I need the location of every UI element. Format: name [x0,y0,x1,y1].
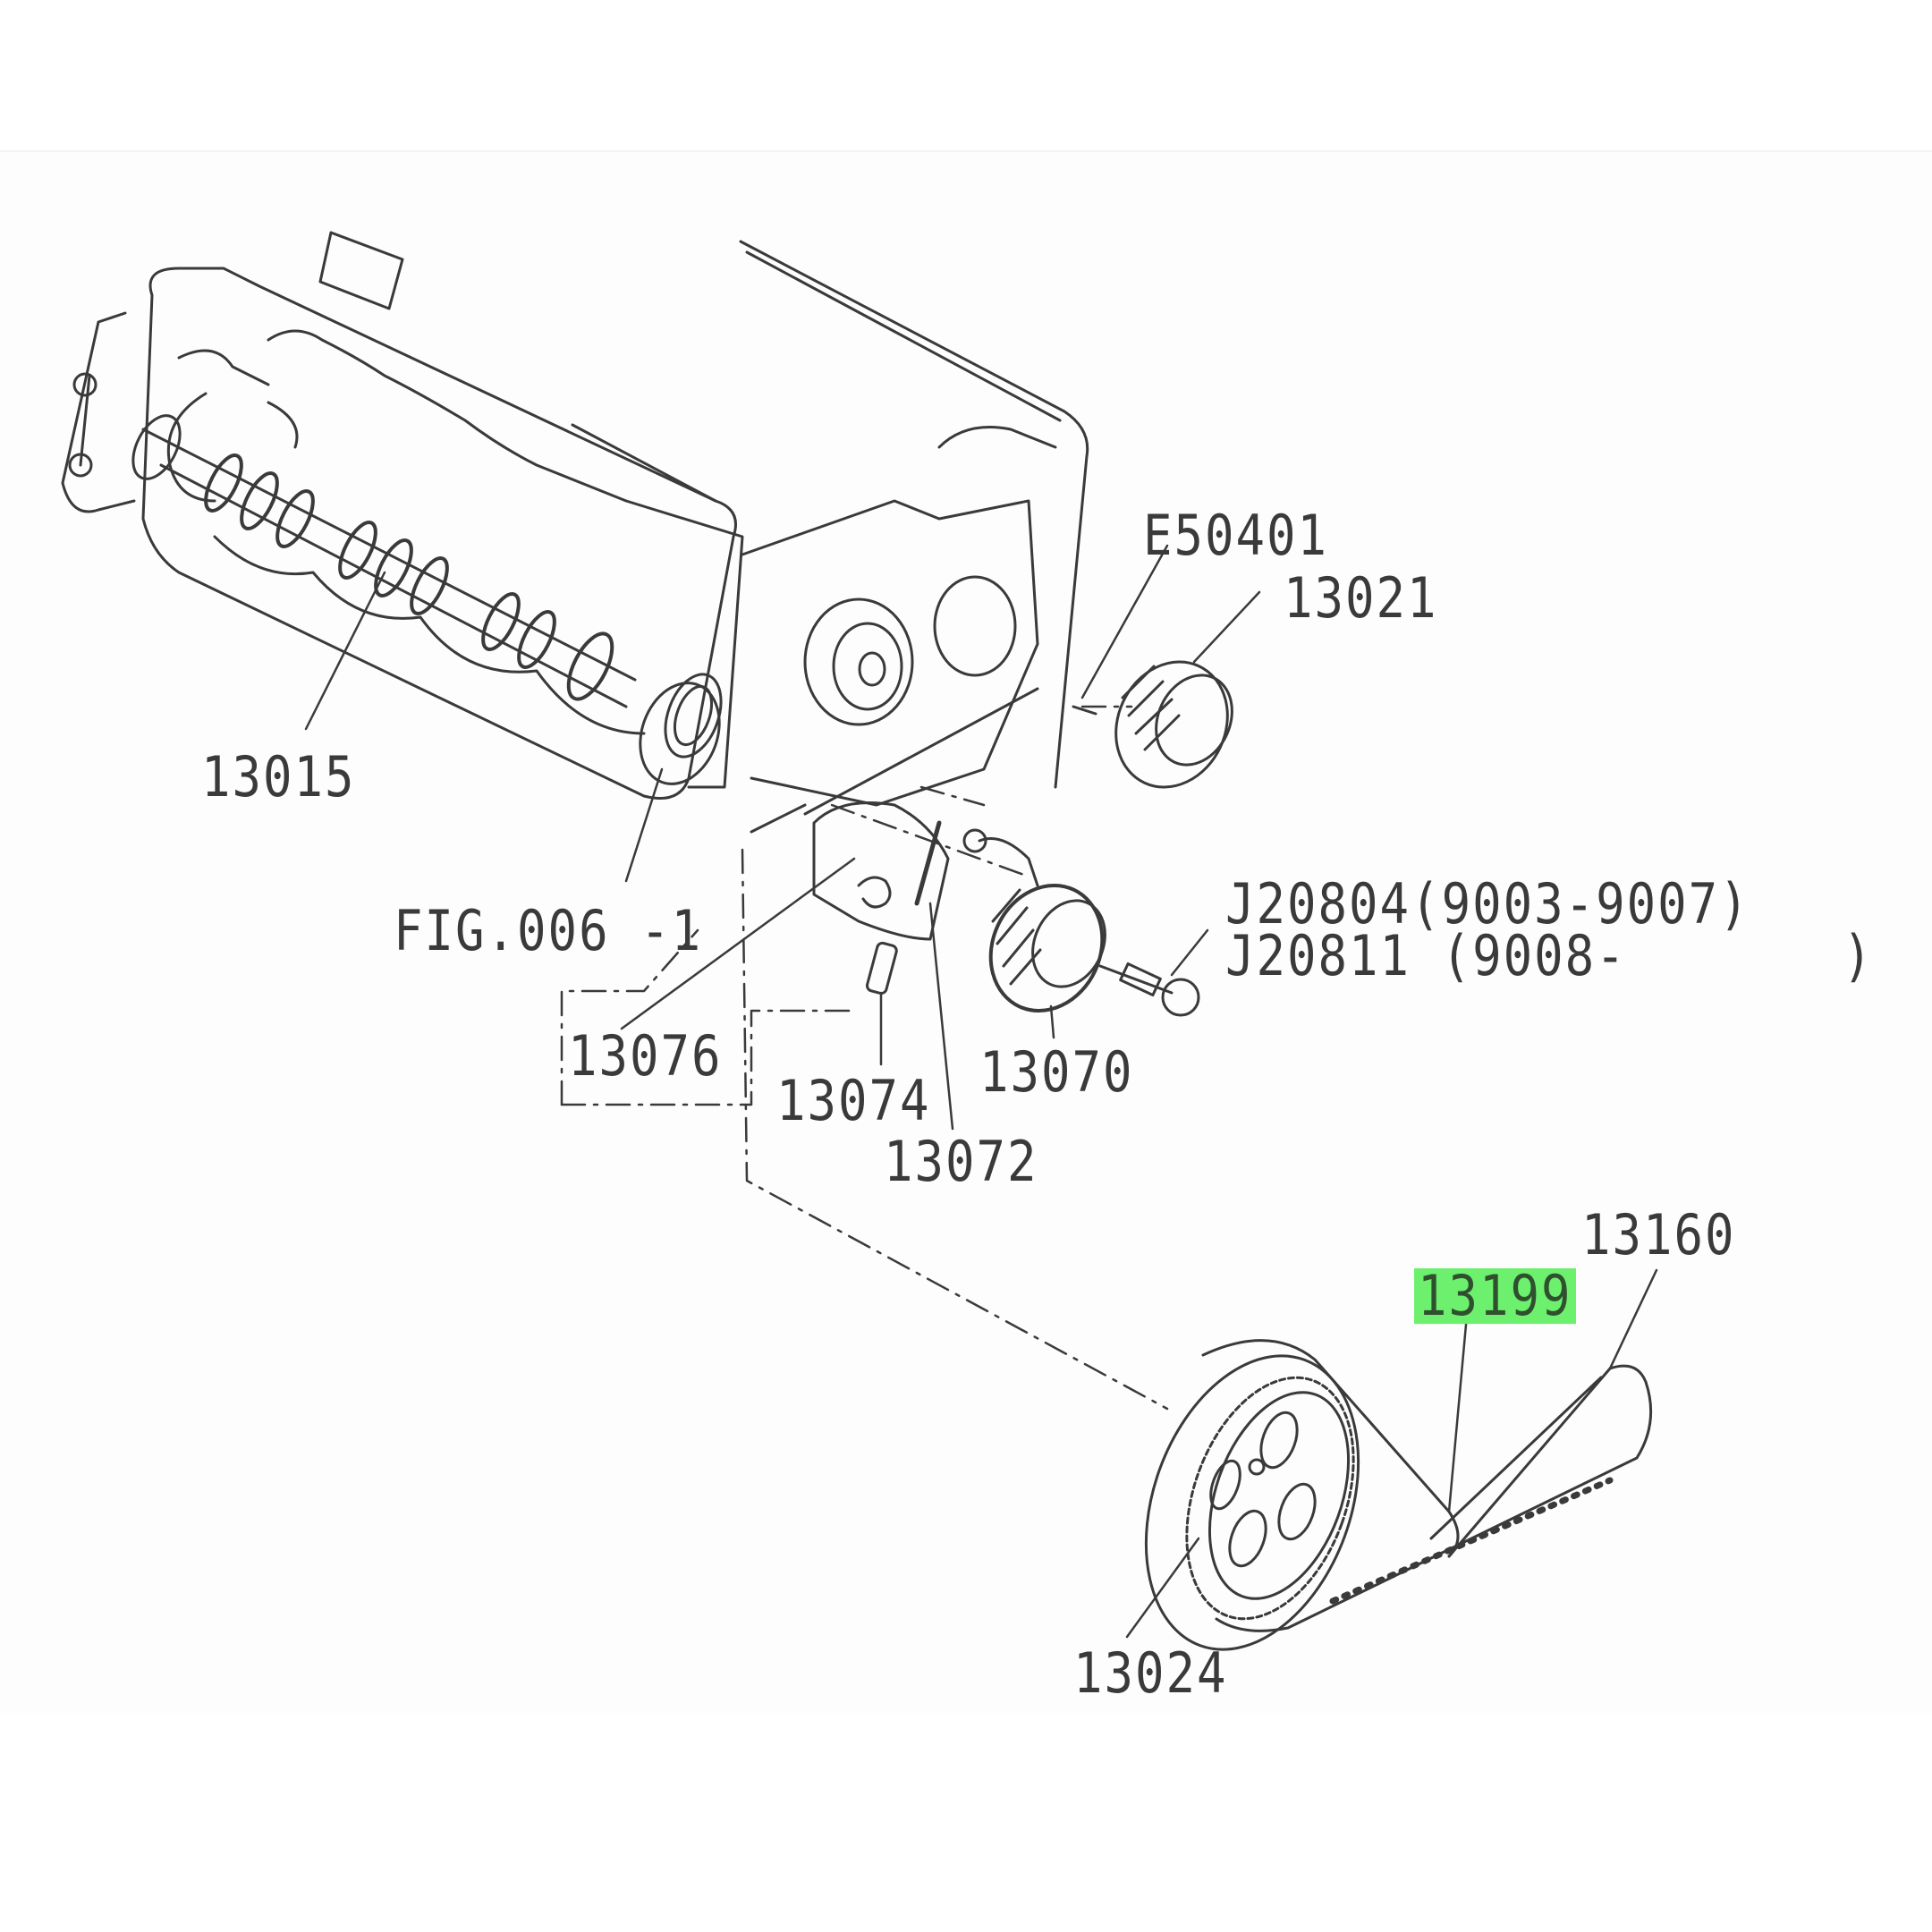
part-label-j20811: J20811 (9008- ) [1225,923,1874,988]
part-label-13160: 13160 [1581,1202,1736,1267]
part-label-13074: 13074 [776,1068,931,1133]
part-label-13024: 13024 [1073,1640,1228,1706]
figure-reference-label: FIG.006 -1 [394,898,703,963]
highlighted-part-label-13199: 13199 [1414,1267,1576,1325]
tensioner-bracket-drawing [812,801,950,996]
cylinder-head-drawing [61,231,737,800]
timing-belt-13160-drawing [1201,1339,1653,1632]
idler-pulley-13021-drawing [1072,660,1233,789]
camshaft-drawing [131,414,723,758]
part-label-e50401: E50401 [1143,503,1329,568]
part-label-13021: 13021 [1284,565,1438,631]
leader-lines [304,544,1658,1639]
crank-sprocket-13024-drawing [1144,1354,1360,1651]
part-label-13070: 13070 [979,1039,1134,1105]
engine-block-drawing [571,240,1089,834]
part-label-13072: 13072 [884,1129,1038,1194]
seal-ring-drawing [639,682,721,785]
part-label-13015: 13015 [201,744,356,809]
part-label-13076: 13076 [568,1023,723,1089]
diagram-canvas [0,150,1932,1713]
tensioner-pulley-13070-drawing [962,828,1200,1017]
part-label-j20804: J20804(9003-9007) [1225,871,1750,936]
reference-dash-lines [560,705,1169,1411]
